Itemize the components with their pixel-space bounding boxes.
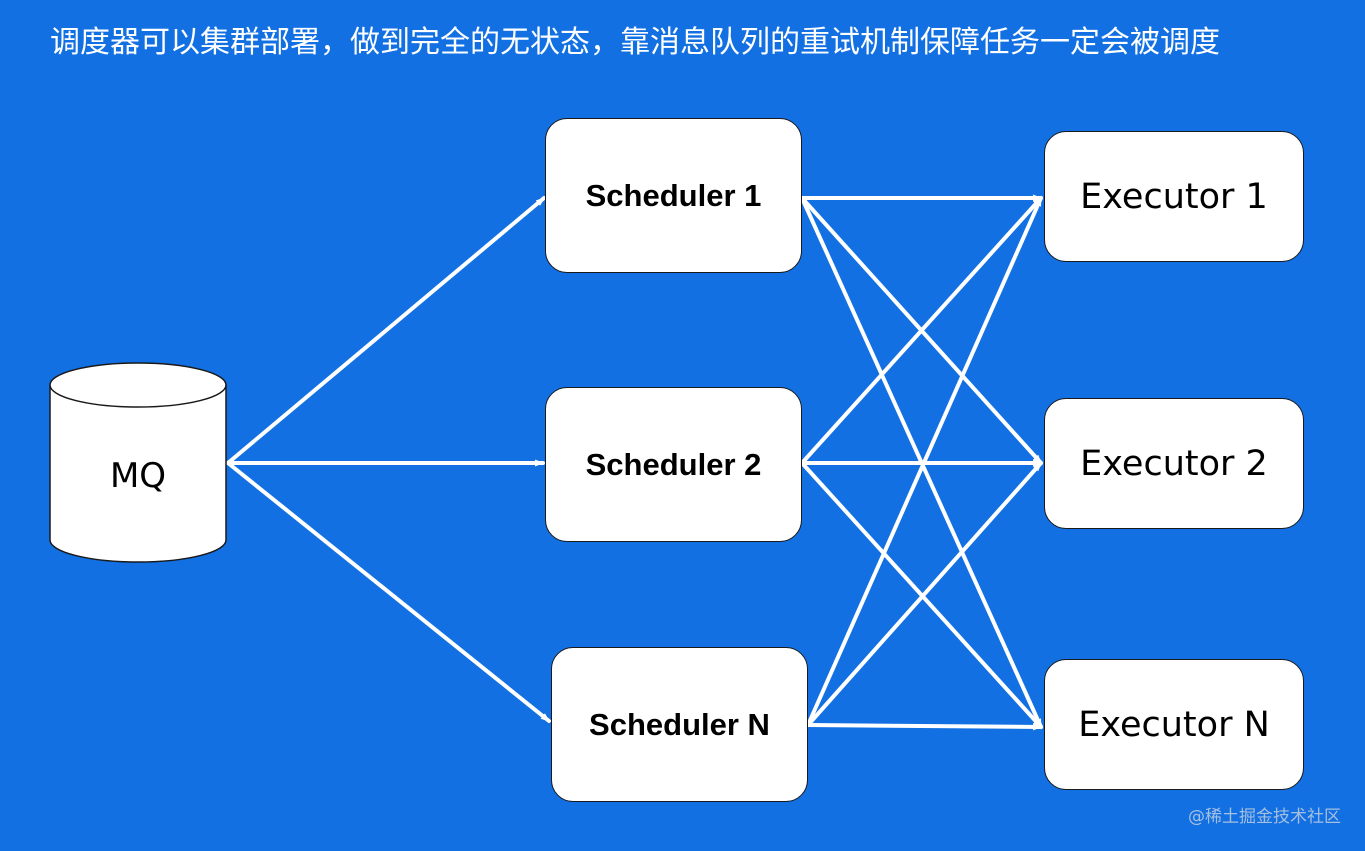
scheduler-node-n-label: Scheduler N — [589, 706, 770, 742]
edge-sn-to-e2 — [806, 461, 1043, 727]
mq-cylinder-top — [49, 362, 227, 408]
diagram-title: 调度器可以集群部署，做到完全的无状态，靠消息队列的重试机制保障任务一定会被调度 — [50, 25, 1220, 60]
executor-node-1: Executor 1 — [1044, 131, 1304, 262]
scheduler-node-1: Scheduler 1 — [545, 118, 802, 273]
mq-cylinder-body — [49, 385, 227, 563]
executor-node-2-label: Executor 2 — [1080, 443, 1268, 484]
executor-node-1-label: Executor 1 — [1080, 176, 1268, 217]
edge-sn-to-e1 — [806, 196, 1043, 727]
executor-node-n: Executor N — [1044, 659, 1304, 790]
edge-mq-to-sn — [226, 461, 551, 723]
edge-sn-to-en — [806, 723, 1043, 731]
edge-group — [226, 194, 1043, 731]
mq-cylinder: MQ — [49, 362, 227, 563]
executor-node-n-label: Executor N — [1078, 704, 1270, 745]
edge-mq-to-s1 — [226, 196, 546, 465]
scheduler-node-n: Scheduler N — [551, 647, 808, 802]
edge-s2-to-e1 — [800, 196, 1043, 465]
source-watermark: @稀土掘金技术社区 — [1188, 807, 1341, 827]
mq-label: MQ — [110, 456, 166, 496]
executor-node-2: Executor 2 — [1044, 398, 1304, 529]
scheduler-node-2-label: Scheduler 2 — [585, 446, 762, 482]
scheduler-node-2: Scheduler 2 — [545, 387, 802, 542]
scheduler-node-1-label: Scheduler 1 — [585, 177, 762, 213]
